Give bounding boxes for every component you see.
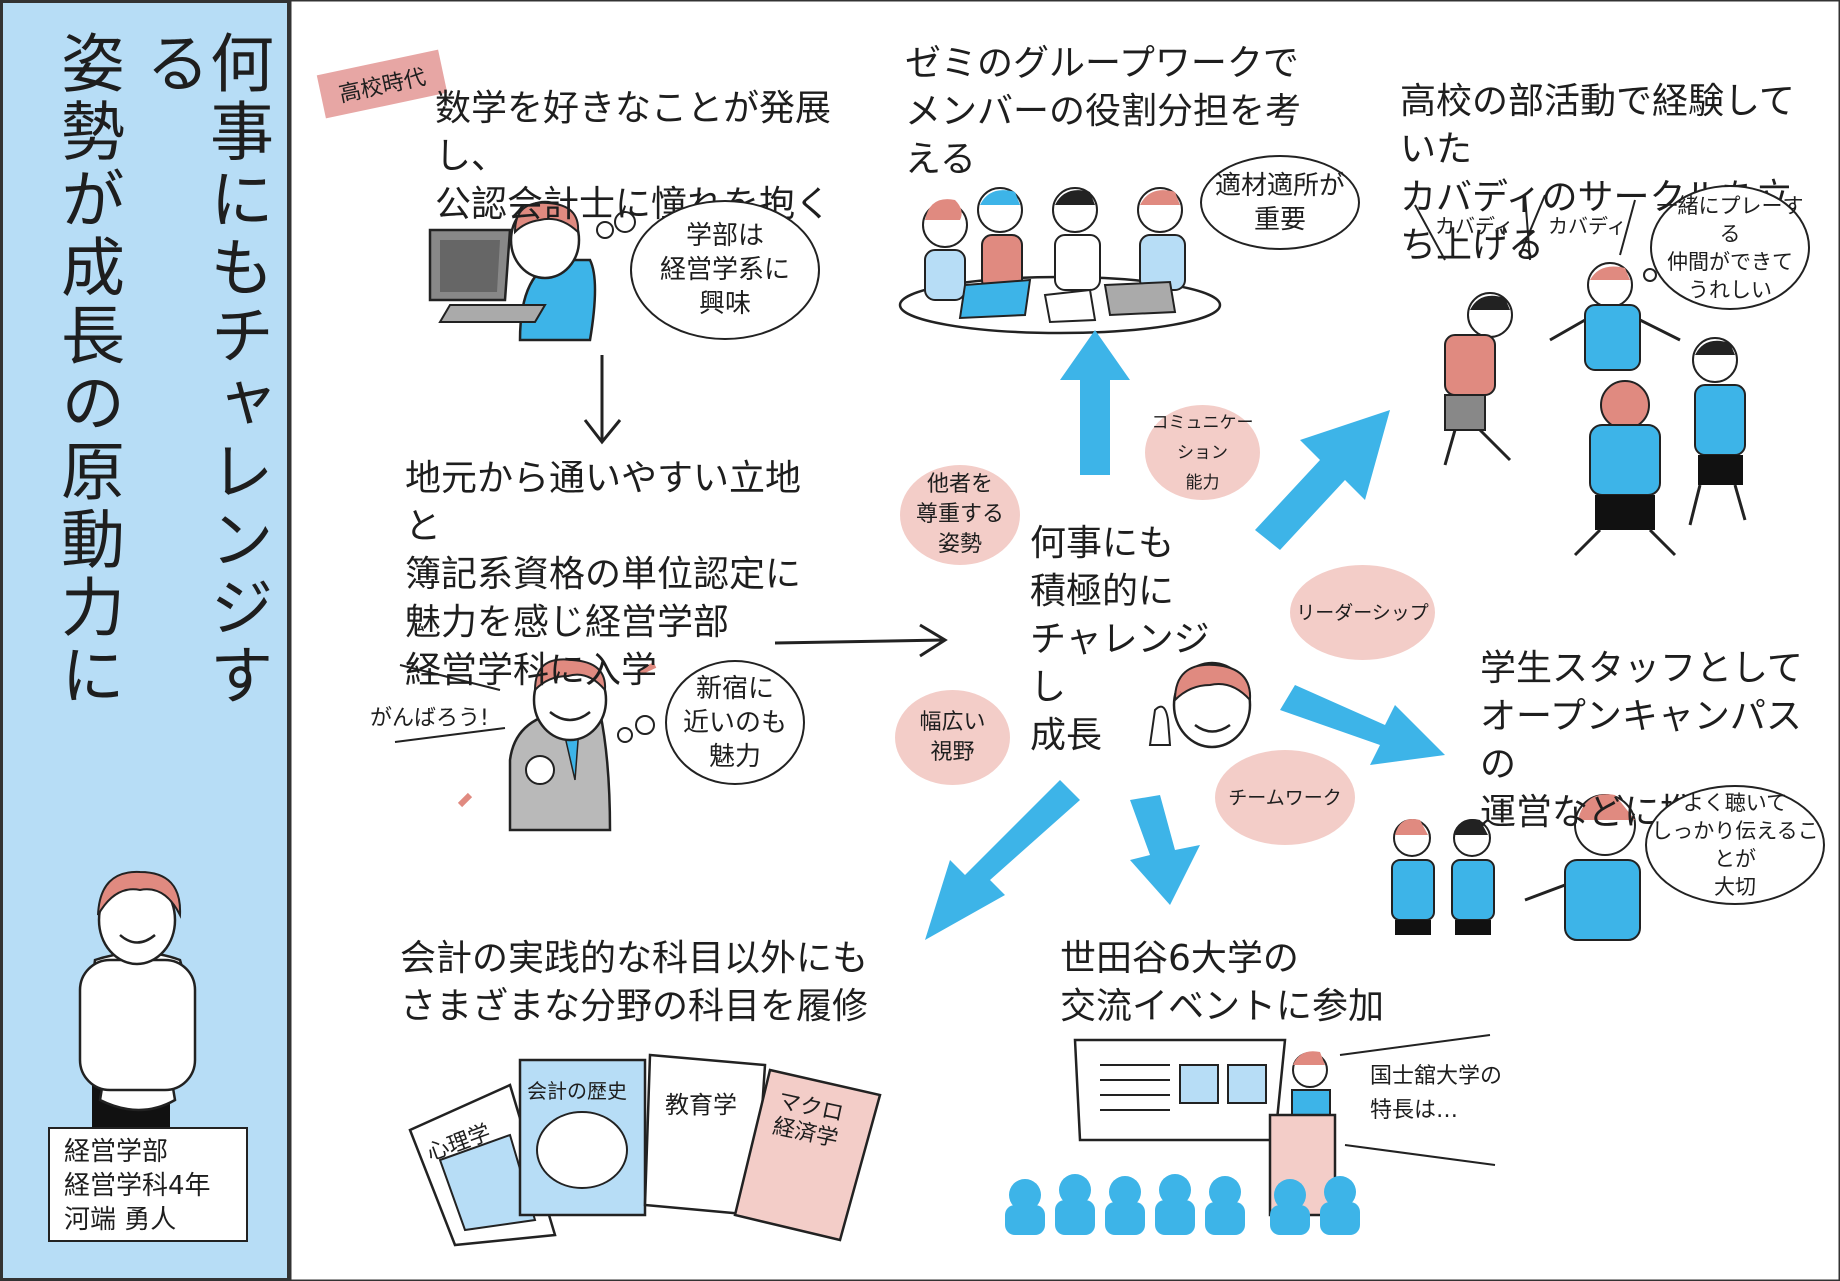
student-figure [78, 870, 197, 1130]
center-text: 何事にも 積極的に チャレンジし 成長 [1030, 523, 1210, 756]
kabaddi-bubble: 一緒にプレーする 仲間ができて うれしい [1650, 185, 1810, 310]
staff-text: 学生スタッフとして オープンキャンパスの 運営などに携わる [1480, 648, 1803, 833]
seminar-bubble: 適材適所が 重要 [1200, 155, 1360, 250]
skill-perspective: 幅広い 視野 [895, 690, 1010, 785]
suit-student [394, 658, 657, 832]
kabaddi-shout-2: カバディ [1548, 214, 1627, 238]
staff-illustration [1391, 794, 1641, 941]
kabaddi-players-illustration [1414, 194, 1747, 557]
event-speech: 国士舘大学の 特長は… [1370, 1064, 1503, 1123]
headline-column-2: 姿勢が成長の原動力に [50, 30, 124, 710]
high-school-bubble: 学部は 経営学系に 興味 [630, 200, 820, 340]
right-arrow-icon [774, 623, 948, 658]
book-education: 教育学 [665, 1091, 737, 1119]
skill-leadership: リーダーシップ [1290, 565, 1435, 660]
down-arrow-icon [583, 355, 622, 445]
headline-column-1: 何事にもチャレンジする [135, 30, 273, 710]
right-down-arrow-icon [1280, 685, 1445, 765]
up-arrow-icon [1060, 330, 1130, 475]
admission-text: 地元から通いやすい立地と 簿記系資格の単位認定に 魅力を感じ経営学部 経営学科に… [405, 458, 802, 691]
kabaddi-shout-1: カバディ [1435, 214, 1514, 238]
seminar-group-illustration [898, 187, 1222, 335]
event-illustration [1005, 1034, 1496, 1235]
skill-teamwork: チームワーク [1215, 750, 1355, 845]
textbooks-illustration [408, 1053, 882, 1247]
admission-bubble: 新宿に 近いのも 魅力 [665, 660, 805, 785]
event-text: 世田谷6大学の 交流イベントに参加 [1060, 938, 1385, 1027]
cheer-text: がんばろう! [370, 706, 489, 731]
laptop-student [428, 200, 636, 342]
high-school-text: 数学を好きなことが発展し、 公認会計士に憧れを抱く [435, 88, 832, 225]
seminar-text: ゼミのグループワークで メンバーの役割分担を考える [905, 43, 1302, 180]
book-accounting-history: 会計の歴史 [527, 1079, 627, 1103]
skill-respect: 他者を 尊重する 姿勢 [900, 465, 1020, 565]
up-right-arrow-icon [1255, 410, 1390, 550]
center-face-illustration [1148, 661, 1252, 749]
profile-name-card: 経営学部 経営学科4年 河端 勇人 [48, 1127, 248, 1242]
staff-bubble: よく聴いて しっかり伝えることが 大切 [1645, 785, 1825, 905]
down-left-arrow-icon [925, 780, 1080, 940]
down-arrow-blue-icon [1130, 795, 1200, 905]
courses-text: 会計の実践的な科目以外にも さまざまな分野の科目を履修 [400, 938, 869, 1027]
skill-communication: コミュニケーション 能力 [1145, 405, 1260, 500]
